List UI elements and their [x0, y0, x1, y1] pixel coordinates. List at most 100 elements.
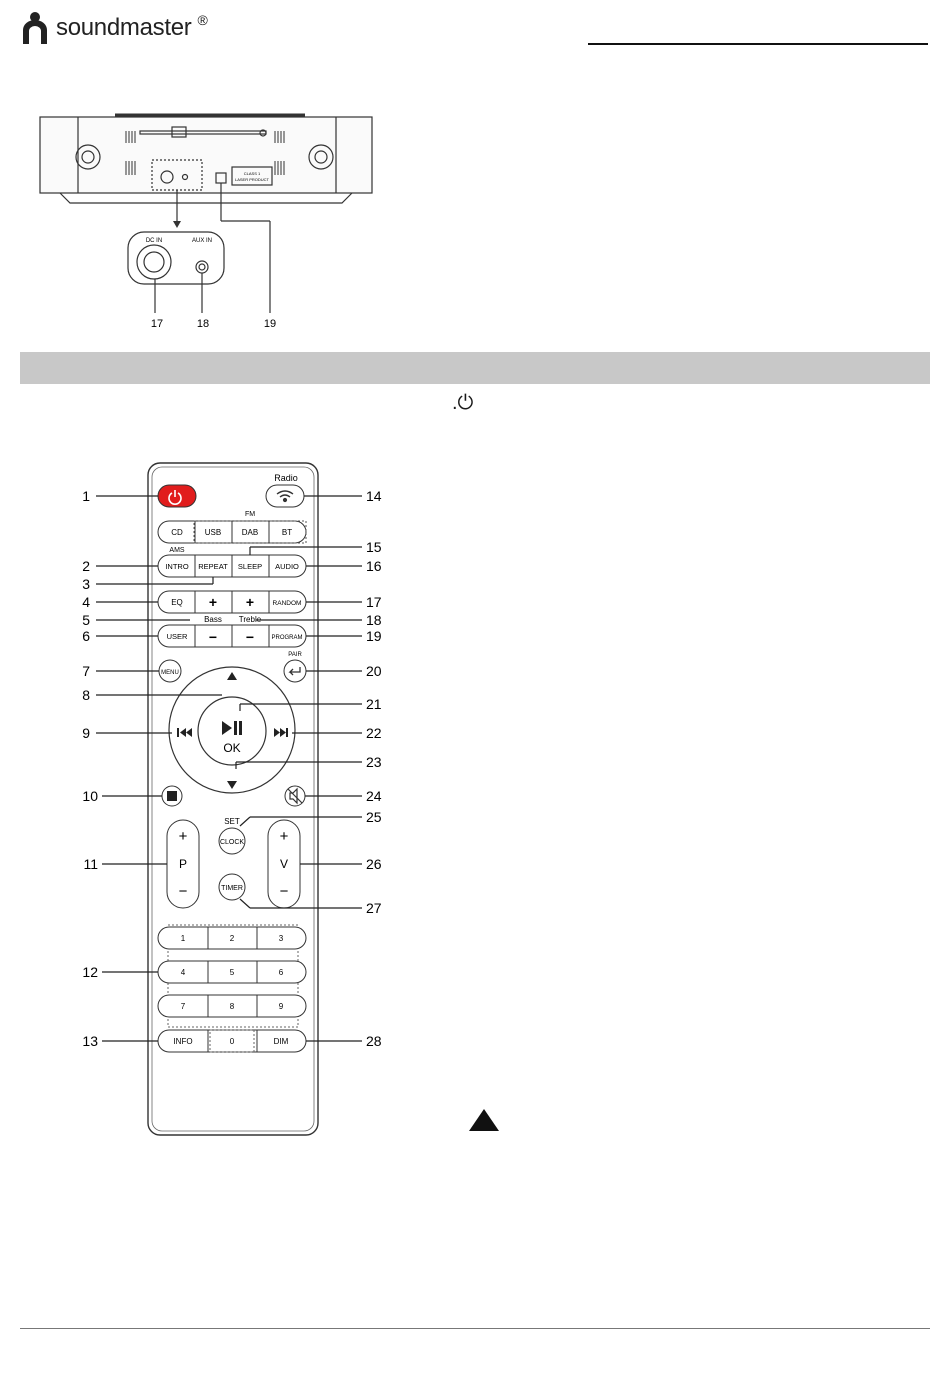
- callout-11: 11: [83, 856, 98, 872]
- key-4[interactable]: 4: [181, 968, 186, 977]
- next-track-icon: [274, 728, 288, 737]
- repeat-button[interactable]: REPEAT: [198, 562, 228, 571]
- clock-button[interactable]: [218, 827, 246, 855]
- bass-plus-button[interactable]: +: [209, 594, 217, 610]
- ams-label: AMS: [169, 547, 185, 554]
- sleep-button[interactable]: SLEEP: [238, 562, 262, 571]
- user-button[interactable]: USER: [167, 632, 188, 641]
- timer-button[interactable]: [218, 873, 246, 901]
- callout-7: 7: [82, 663, 90, 679]
- callout-4: 4: [82, 594, 90, 610]
- source-dab-button[interactable]: DAB: [242, 528, 258, 537]
- footer-rule: [20, 1328, 930, 1329]
- previous-track-icon: [177, 728, 192, 737]
- callout-2: 2: [82, 558, 90, 574]
- ok-label: OK: [223, 741, 240, 755]
- callout-22: 22: [366, 725, 382, 741]
- callout-25: 25: [366, 809, 382, 825]
- source-bt-button[interactable]: BT: [282, 528, 292, 537]
- bass-minus-button[interactable]: −: [209, 629, 217, 645]
- brand-logo: soundmaster ®: [20, 8, 208, 48]
- set-label: SET: [224, 817, 240, 826]
- callout-10: 10: [82, 788, 98, 804]
- brand-registered-mark: ®: [197, 12, 208, 28]
- callout-23: 23: [366, 754, 382, 770]
- callout-17-remote: 17: [366, 594, 382, 610]
- power-symbol-text: .⏻: [452, 392, 474, 414]
- timer-label: TIMER: [221, 885, 243, 892]
- pair-label: PAIR: [288, 652, 302, 658]
- return-icon: [288, 667, 301, 676]
- volume-minus-button[interactable]: −: [280, 883, 289, 900]
- callout-19: 19: [264, 318, 276, 330]
- random-button[interactable]: RANDOM: [273, 600, 302, 607]
- laser-label-line-2: LASER PRODUCT: [235, 177, 270, 182]
- preset-minus-button[interactable]: −: [179, 883, 188, 900]
- callout-26: 26: [366, 856, 382, 872]
- play-pause-ok-button[interactable]: [197, 696, 267, 766]
- dim-button[interactable]: DIM: [274, 1037, 289, 1046]
- callout-27: 27: [366, 900, 382, 916]
- fm-label: FM: [245, 511, 255, 518]
- dc-in-label: DC IN: [146, 238, 162, 244]
- pair-back-button[interactable]: [283, 659, 307, 683]
- callout-19-remote: 19: [366, 628, 382, 644]
- left-foot-knob: [75, 144, 101, 170]
- clock-label: CLOCK: [220, 839, 244, 846]
- volume-plus-button[interactable]: +: [280, 828, 289, 845]
- nav-up-icon: [227, 672, 237, 680]
- key-2[interactable]: 2: [230, 934, 235, 943]
- callout-24: 24: [366, 788, 382, 804]
- stop-icon: [167, 791, 177, 801]
- callout-13: 13: [82, 1033, 98, 1049]
- laser-label-line-1: CLASS 1: [244, 171, 261, 176]
- enlarged-connector-box: [127, 231, 225, 285]
- aux-in-socket: [195, 260, 209, 274]
- treble-minus-button[interactable]: −: [246, 629, 254, 645]
- remote-control-diagram: Radio FM CD USB DAB BT AMS INTRO REPEAT …: [82, 462, 382, 1136]
- key-9[interactable]: 9: [279, 1002, 284, 1011]
- info-button[interactable]: INFO: [173, 1037, 192, 1046]
- key-1[interactable]: 1: [181, 934, 186, 943]
- program-button[interactable]: PROGRAM: [271, 635, 302, 641]
- laser-product-label: [231, 166, 273, 186]
- header-rule: [588, 43, 928, 45]
- dc-in-socket: [136, 244, 172, 280]
- key-5[interactable]: 5: [230, 968, 235, 977]
- treble-plus-button[interactable]: +: [246, 594, 254, 610]
- bass-label: Bass: [204, 615, 222, 624]
- eq-button[interactable]: EQ: [171, 598, 183, 607]
- callout-18: 18: [197, 318, 209, 330]
- key-0[interactable]: 0: [230, 1037, 235, 1046]
- play-pause-icon: [222, 721, 242, 735]
- mute-icon: [287, 787, 303, 805]
- device-body: [39, 116, 373, 194]
- preset-label: P: [179, 857, 187, 871]
- key-8[interactable]: 8: [230, 1002, 235, 1011]
- soundmaster-logo-icon: [23, 12, 47, 44]
- key-6[interactable]: 6: [279, 968, 284, 977]
- radio-button[interactable]: [265, 484, 305, 508]
- power-note: .⏻: [452, 392, 492, 422]
- key-7[interactable]: 7: [181, 1002, 186, 1011]
- up-triangle-icon: [469, 1109, 499, 1131]
- radio-label: Radio: [274, 473, 298, 483]
- audio-button[interactable]: AUDIO: [275, 562, 299, 571]
- callout-12: 12: [82, 964, 98, 980]
- callout-21: 21: [366, 696, 382, 712]
- treble-label: Treble: [239, 615, 262, 624]
- callout-18-remote: 18: [366, 612, 382, 628]
- section-heading-band: [20, 352, 930, 384]
- key-3[interactable]: 3: [279, 934, 284, 943]
- callout-9: 9: [82, 725, 90, 741]
- callout-8: 8: [82, 687, 90, 703]
- wifi-icon: [276, 490, 294, 503]
- aux-in-label: AUX IN: [192, 238, 212, 244]
- intro-button[interactable]: INTRO: [165, 562, 188, 571]
- brand-name: soundmaster: [56, 14, 192, 41]
- source-cd-button[interactable]: CD: [171, 528, 183, 537]
- power-icon: [168, 490, 182, 505]
- source-usb-button[interactable]: USB: [205, 528, 221, 537]
- preset-plus-button[interactable]: +: [179, 828, 188, 845]
